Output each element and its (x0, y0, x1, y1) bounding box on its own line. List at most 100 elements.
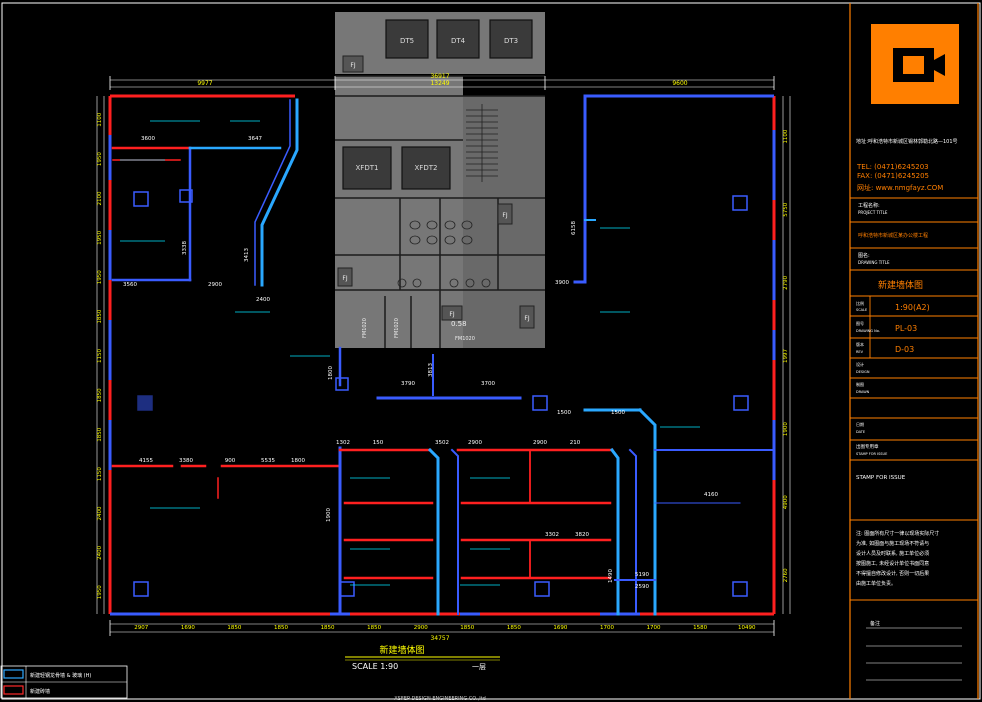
dimension-label: 1997 (783, 349, 789, 363)
dimension-label: 1850 (97, 309, 103, 323)
drawing-caption: 新建墙体图 SCALE 1:90 一层 XSFEP DESIGN ENGINEE… (345, 644, 500, 702)
legend-label: 新建砖墙 (30, 688, 50, 695)
elevator-label: DT5 (400, 37, 414, 45)
dimension-label: 1850 (507, 625, 521, 631)
dimension-label: 5190 (635, 572, 649, 578)
stamp-label-en: STAMP FOR ISSUE (856, 452, 887, 456)
footer-text: XSFEP DESIGN ENGINEERING CO.,ltd (394, 696, 486, 702)
dimension-label: 1950 (97, 230, 103, 244)
caption-scale: SCALE 1:90 (352, 662, 398, 671)
dimension-label: 2900 (468, 440, 482, 446)
date-label-en: DATE (856, 430, 865, 434)
dimension-label: 1150 (97, 467, 103, 481)
dim-bottom-total: 34757 (430, 635, 449, 642)
shaft-label: FJ (342, 275, 347, 282)
project-label-en: PROJECT TITLE (858, 210, 888, 215)
shaft-label: FJ (350, 62, 355, 69)
address-label: 地址： (856, 138, 871, 145)
door-tag: FM1020 (394, 318, 400, 338)
dimension-label: 1800 (291, 458, 305, 464)
drawing-title-label-en: DRAWING TITLE (858, 260, 890, 265)
dimension-label: 3560 (123, 282, 137, 288)
building-core: DT5 DT4 DT3 XFDT1 XFDT2 (335, 12, 545, 348)
dimension-label: 6158 (571, 221, 577, 235)
dimension-label: 1950 (97, 270, 103, 284)
door-tag: FM1020 (362, 318, 368, 338)
scale-label: 比例 (856, 300, 864, 306)
tel: TEL: (0471)6245203 (856, 163, 929, 171)
dimension-label: 3790 (401, 381, 415, 387)
date-label: 日期 (856, 421, 864, 427)
version: D-03 (895, 345, 914, 354)
dimension-label: 150 (373, 440, 384, 446)
dimension-label: 1850 (274, 625, 288, 631)
version-label-en: REV (856, 350, 864, 354)
dimension-label: 2590 (635, 584, 649, 590)
dimension-label: 2907 (134, 625, 148, 631)
website: 网址: www.nmgfayz.COM (857, 183, 943, 192)
dimension-label: 210 (570, 440, 581, 446)
dimension-label: 1850 (97, 427, 103, 441)
structural-columns (133, 189, 749, 597)
note-line: 按图施工, 未经设计单位书面同意 (856, 560, 929, 567)
left-dimension-labels: 1100195021001950195018501150185018501150… (97, 112, 103, 599)
dimension-label: 10490 (738, 625, 756, 631)
dimension-label: 4900 (783, 495, 789, 509)
note-line: 注: 图面所有尺寸一律以现场实际尺寸 (856, 530, 939, 537)
dimension-label: 1580 (693, 625, 707, 631)
drawing-no: PL-03 (895, 324, 917, 333)
project-label: 工程名称: (858, 202, 880, 209)
elevator-label: DT4 (451, 37, 466, 45)
fire-elevator-label: XFDT2 (415, 164, 438, 172)
dimension-label: 1900 (326, 508, 332, 522)
dimension-label: 1690 (181, 625, 195, 631)
elevator-label: DT3 (504, 37, 518, 45)
dimension-label: 1100 (783, 129, 789, 143)
dimension-label: 3700 (481, 381, 495, 387)
dimension-label: 3900 (555, 280, 569, 286)
dim-top-mid: 13249 (430, 80, 449, 87)
dimension-label: 2760 (783, 568, 789, 582)
dimension-label: 2900 (414, 625, 428, 631)
dimension-label: 2900 (533, 440, 547, 446)
scale-label-en: SCALE (856, 308, 867, 312)
remarks-label: 备注 (870, 620, 880, 627)
dimension-label: 3413 (244, 248, 250, 262)
fax: FAX: (0471)6245205 (857, 172, 929, 180)
dimension-label: 3600 (141, 136, 155, 142)
dimension-label: 1850 (367, 625, 381, 631)
dim-top-right: 9600 (672, 80, 687, 87)
dimension-label: 2400 (97, 545, 103, 559)
note-line: 设计人员及时联系, 施工单位必须 (856, 550, 929, 557)
note-line: 为准, 如图面与施工现场不符请与 (856, 540, 929, 547)
dimension-label: 4160 (704, 492, 718, 498)
dimension-label: 3380 (179, 458, 193, 464)
dimension-label: 1690 (553, 625, 567, 631)
window-value: 0.58 (451, 320, 467, 328)
dimension-label: 1800 (328, 366, 334, 380)
door-tag: FM1020 (455, 336, 475, 342)
dimension-label: 2900 (208, 282, 222, 288)
dimension-label: 1500 (611, 410, 625, 416)
annotation-leaders (120, 120, 700, 586)
project-name: 呼和浩特市新城区某办公楼工程 (858, 232, 928, 239)
title-block: 地址： 呼和浩特市新城区锡林郭勒北路—101号 TEL: (0471)62452… (849, 3, 979, 699)
dimension-label: 2400 (97, 506, 103, 520)
note-line: 由施工单位负责。 (856, 580, 896, 587)
shaft-label: FJ (524, 315, 529, 322)
drawing-no-label: 图号 (856, 320, 864, 326)
new-walls (111, 94, 775, 616)
dimension-label: 1950 (97, 152, 103, 166)
legend: 新建轻钢龙骨墙 & 玻璃 (H) 新建砖墙 (0, 665, 128, 699)
note-line: 不得擅自修改设计, 否则一切后果 (856, 570, 929, 577)
dim-top-total: 36917 (430, 73, 449, 80)
dimension-label: 3813 (428, 363, 434, 377)
shaft-label: FJ (502, 212, 507, 219)
dimension-label: 1700 (600, 625, 614, 631)
legend-label: 新建轻钢龙骨墙 & 玻璃 (H) (30, 672, 91, 679)
notes-block: 注: 图面所有尺寸一律以现场实际尺寸 为准, 如图面与施工现场不符请与 设计人员… (856, 530, 939, 587)
